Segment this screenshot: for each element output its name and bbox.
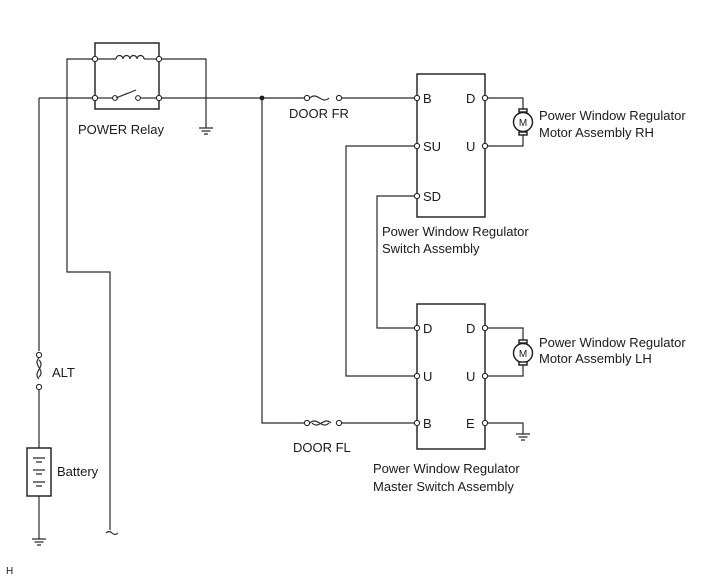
power-relay-box (94, 42, 160, 110)
ground-icon (516, 433, 530, 441)
fuse-terminal (303, 94, 311, 102)
master-pin-d-right (481, 324, 489, 332)
master-pin-b-label: B (423, 416, 432, 431)
battery-icon (26, 447, 52, 497)
fuse-icon (309, 420, 330, 426)
master-pin-d-right-label: D (466, 321, 475, 336)
master-switch-box (416, 303, 486, 450)
switch-pin-u-label: U (466, 139, 475, 154)
relay-coil-feed-wire (66, 58, 111, 530)
master-pin-e (481, 419, 489, 427)
switch-pin-u (481, 142, 489, 150)
door-fr-label: DOOR FR (289, 106, 349, 121)
motor-rh-wire-d (488, 97, 524, 110)
relay-pin-terminal (91, 94, 99, 102)
junction-to-door-fl-wire (261, 98, 304, 424)
master-switch-name-line1: Power Window Regulator (373, 461, 520, 476)
master-switch-name-line2: Master Switch Assembly (373, 479, 514, 494)
switch-assembly-name-line1: Power Window Regulator (382, 224, 529, 239)
motor-brush-bottom (518, 131, 528, 136)
fuse-terminal (303, 419, 311, 427)
relay-switch-arm-icon (115, 89, 137, 99)
switch-pin-sd-label: SD (423, 189, 441, 204)
fuse-icon-double (311, 420, 332, 426)
switch-pin-b-label: B (423, 91, 432, 106)
switch-pin-d-label: D (466, 91, 475, 106)
motor-lh-name-line2: Motor Assembly LH (539, 351, 652, 366)
power-window-master-switch: D U B D U E (413, 303, 489, 450)
switch-pin-d (481, 94, 489, 102)
motor-brush-top (518, 108, 528, 113)
master-pin-d-left (413, 324, 421, 332)
su-to-master-u-wire (345, 145, 414, 377)
master-pin-u-right (481, 372, 489, 380)
master-pin-b (413, 419, 421, 427)
wire-break-icon (105, 530, 119, 536)
motor-lh-icon: M (512, 339, 534, 366)
motor-lh-wire-u (488, 364, 524, 377)
switch-pin-su-label: SU (423, 139, 441, 154)
relay-pin-terminal (155, 55, 163, 63)
ground-icon (199, 127, 213, 135)
master-pin-u-left (413, 372, 421, 380)
door-fl-fuse (303, 419, 343, 427)
motor-lh-symbol: M (519, 349, 527, 360)
motor-brush-bottom (518, 361, 528, 366)
motor-brush-top (518, 339, 528, 344)
master-pin-e-label: E (466, 416, 475, 431)
motor-rh-icon: M (512, 108, 534, 136)
battery-cells-icon (33, 457, 45, 487)
fuse-terminal (35, 351, 43, 359)
motor-rh-symbol: M (519, 118, 527, 129)
motor-rh-name-line1: Power Window Regulator (539, 108, 686, 123)
ground-icon (32, 538, 46, 546)
fuse-icon (309, 95, 330, 101)
power-relay (91, 42, 163, 110)
fuse-terminal (335, 94, 343, 102)
fuse-icon (36, 357, 42, 378)
master-e-ground-wire (488, 422, 524, 434)
switch-pin-su (413, 142, 421, 150)
switch-pin-sd (413, 192, 421, 200)
relay-coil-icon (115, 54, 145, 60)
fuse-terminal (35, 383, 43, 391)
relay-pin-terminal (91, 55, 99, 63)
door-fr-fuse (303, 94, 343, 102)
master-pin-u-left-label: U (423, 369, 432, 384)
alt-label: ALT (52, 365, 75, 380)
motor-rh-name-line2: Motor Assembly RH (539, 125, 654, 140)
master-pin-u-right-label: U (466, 369, 475, 384)
fuse-icon-double (36, 359, 42, 380)
switch-pin-b (413, 94, 421, 102)
motor-lh-wire-d (488, 327, 524, 341)
relay-contact-terminal (135, 95, 141, 101)
switch-assembly-name-line2: Switch Assembly (382, 241, 480, 256)
battery-label: Battery (57, 464, 99, 479)
corner-mark: H (6, 566, 13, 577)
motor-lh-name-line1: Power Window Regulator (539, 335, 686, 350)
relay-pin-terminal (155, 94, 163, 102)
battery-box (26, 447, 52, 497)
fuse-terminal (335, 419, 343, 427)
sd-to-master-d-wire (376, 195, 414, 329)
power-relay-label: POWER Relay (78, 122, 164, 137)
power-window-switch-assembly: B SU SD D U (413, 73, 489, 218)
door-fl-label: DOOR FL (293, 440, 351, 455)
alt-fuse (35, 351, 43, 391)
master-pin-d-left-label: D (423, 321, 432, 336)
motor-rh-wire-u (488, 134, 524, 147)
relay-coil-ground-wire (162, 58, 207, 128)
